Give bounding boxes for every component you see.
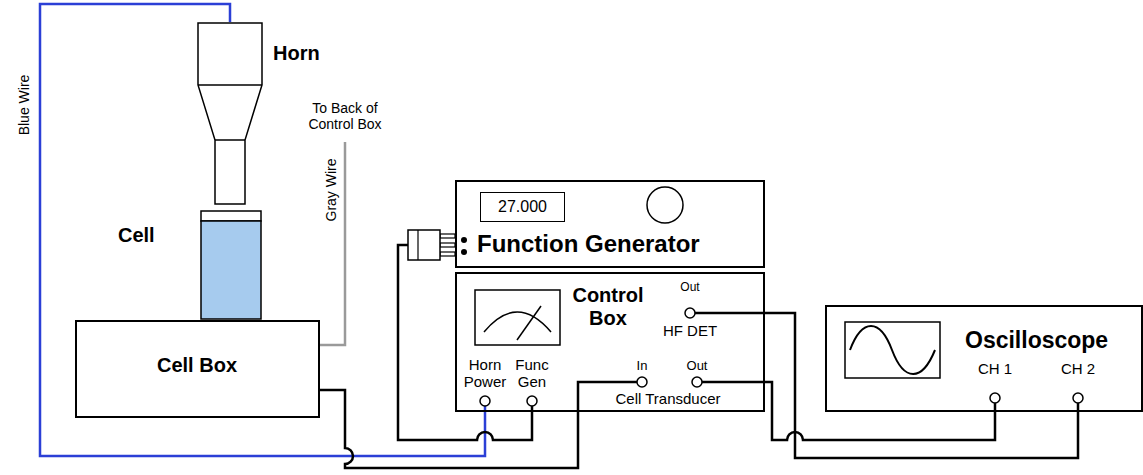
- port-label: Func Gen: [515, 356, 548, 391]
- plug-symbol: [408, 230, 455, 260]
- port-label: HF DET: [663, 322, 717, 339]
- meter-symbol: [475, 290, 560, 345]
- wire: [40, 4, 485, 456]
- control-box: Control BoxOutHF DETHorn PowerFunc GenIn…: [455, 272, 765, 412]
- port-label: Out: [680, 281, 699, 295]
- jack-symbol: [480, 308, 1083, 406]
- cell-box: Cell Box: [75, 320, 320, 418]
- wire-note: To Back of Control Box: [302, 100, 388, 132]
- gray-wire: [320, 142, 345, 345]
- wire-stub: [702, 381, 765, 384]
- box-title: Horn: [273, 42, 320, 65]
- port-label: Function Generator: [477, 230, 700, 258]
- display-readout: 27.000: [480, 192, 565, 222]
- port-label: In: [637, 359, 648, 374]
- box-title: Control Box: [572, 284, 643, 330]
- port-label: CH 1: [978, 360, 1012, 377]
- cell-shape: Cell: [200, 210, 262, 320]
- oscilloscope-box: Oscilloscope CH 1 CH 2: [825, 305, 1143, 412]
- port-label: Out: [687, 359, 708, 374]
- box-title: Oscilloscope: [965, 327, 1108, 353]
- cell-outline: [200, 210, 262, 320]
- horn-shape: Horn: [197, 22, 263, 205]
- scope-screen: [845, 322, 940, 378]
- port-label: CH 2: [1061, 360, 1095, 377]
- function-generator-box: 27.000Function Generator: [455, 180, 765, 268]
- knob: [647, 187, 683, 223]
- wire-stub: [695, 312, 765, 315]
- led-dot: [461, 249, 467, 255]
- horn-outline: [197, 22, 263, 205]
- led-dot: [461, 237, 467, 243]
- port-label: Horn Power: [464, 356, 507, 391]
- box-title: Cell Box: [157, 354, 237, 377]
- wire-name: Blue Wire: [16, 75, 32, 136]
- wire: [320, 390, 578, 468]
- box-title: Cell: [118, 224, 155, 247]
- port-label: Cell Transducer: [615, 390, 720, 407]
- wire-name: Gray Wire: [323, 159, 339, 222]
